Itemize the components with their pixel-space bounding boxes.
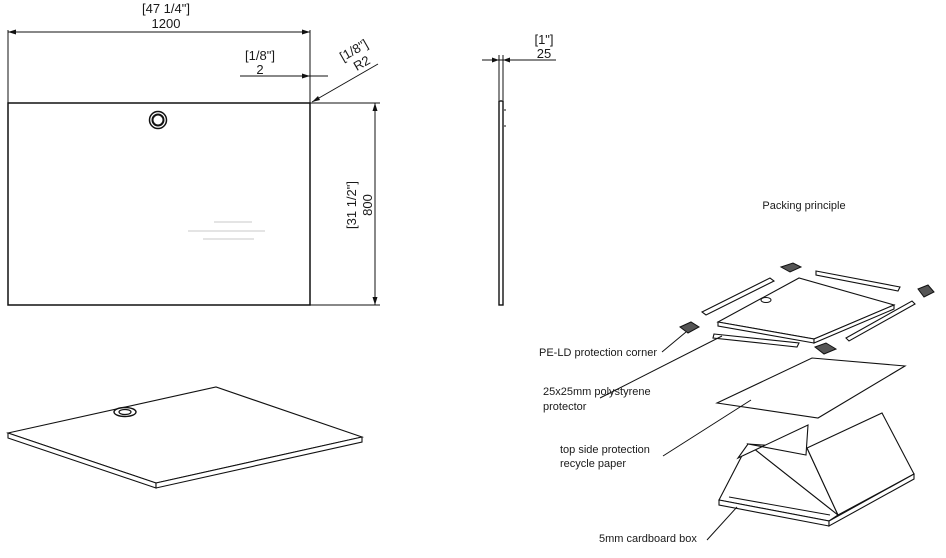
paper-label-line1: top side protection <box>560 444 650 456</box>
packing-diagram: Packing principle PE-LD protection corn <box>539 200 935 545</box>
radius-mm-label: R2 <box>351 52 373 73</box>
corner-leader <box>661 331 687 353</box>
front-view: [47 1/4"] 1200 [1/8"] 2 [1/8"] R2 [31 1/… <box>7 1 380 306</box>
thickness-arrow-left <box>492 57 499 63</box>
edge-arrow <box>302 73 310 79</box>
protector-front <box>712 333 800 348</box>
protector-right <box>845 300 916 342</box>
corner-back-right <box>917 284 935 298</box>
width-mm-label: 1200 <box>152 16 181 31</box>
panel-side-profile <box>498 100 504 306</box>
radius-arrow <box>312 96 320 102</box>
corner-front-left <box>679 321 700 334</box>
arrow-bottom <box>372 297 378 305</box>
radius-leader <box>311 63 379 103</box>
iso-cable-hole-inner <box>118 408 132 416</box>
box-leader <box>706 506 738 541</box>
corner-label: PE-LD protection corner <box>539 347 657 359</box>
pack-panel-edge-right <box>813 304 895 344</box>
protector-leader <box>599 335 723 399</box>
paper-leader <box>662 399 752 457</box>
cable-hole-inner <box>151 113 165 127</box>
thickness-inch-label: [1"] <box>534 32 553 47</box>
width-inch-label: [47 1/4"] <box>142 1 190 16</box>
edge-inch-label: [1/8"] <box>245 48 275 63</box>
corner-back-left <box>779 262 803 273</box>
protector-label-line1: 25x25mm polystyrene <box>543 386 651 398</box>
desk-panel <box>7 102 311 306</box>
protector-label-line2: protector <box>543 401 587 413</box>
iso-panel-right-edge <box>155 436 363 489</box>
arrow-top <box>372 103 378 111</box>
corner-front-right <box>813 342 838 355</box>
arrow-right <box>302 29 310 35</box>
iso-panel-top <box>5 386 365 484</box>
box-left-wall <box>736 424 809 460</box>
recycle-paper-sheet <box>715 357 907 419</box>
thickness-mm-label: 25 <box>537 46 551 61</box>
box-base-edge-right <box>828 473 915 527</box>
height-inch-label: [31 1/2"] <box>344 181 359 229</box>
arrow-left <box>8 29 16 35</box>
paper-label-line2: recycle paper <box>560 458 626 470</box>
pack-panel-hole <box>760 297 772 303</box>
height-mm-label: 800 <box>360 194 375 216</box>
protector-back <box>815 270 901 292</box>
box-label: 5mm cardboard box <box>599 533 697 545</box>
side-view: [1"] 25 <box>482 32 556 306</box>
box-inner-line <box>728 496 831 516</box>
protector-left <box>700 277 776 316</box>
packing-title: Packing principle <box>762 200 845 212</box>
isometric-view <box>5 386 365 489</box>
thickness-arrow-right <box>503 57 510 63</box>
edge-mm-label: 2 <box>256 62 263 77</box>
